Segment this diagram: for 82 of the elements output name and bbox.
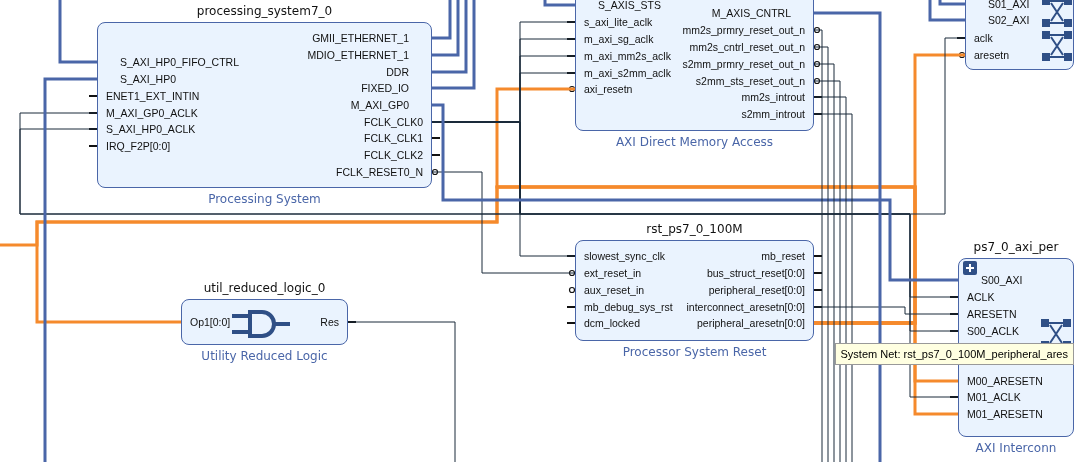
port-label: aclk xyxy=(974,31,993,45)
block-title: rst_ps7_0_100M xyxy=(645,222,744,236)
port-label: S00_AXI xyxy=(981,273,1023,287)
port-label: FCLK_CLK0 xyxy=(364,115,423,129)
port-label: IRQ_F2P[0:0] xyxy=(106,139,171,153)
port-label: mb_reset xyxy=(761,249,805,263)
block-title: ps7_0_axi_per xyxy=(972,240,1060,254)
block-caption: Processing System xyxy=(207,192,322,206)
wire xyxy=(432,0,476,90)
port-label: M_AXIS_CNTRL xyxy=(711,6,791,20)
port-label: mb_debug_sys_rst xyxy=(584,300,673,314)
port-label: GMII_ETHERNET_1 xyxy=(312,31,409,45)
block-caption: AXI Interconn xyxy=(974,441,1058,455)
port-label: S01_AXI xyxy=(988,0,1030,11)
port-label: axi_resetn xyxy=(584,82,633,96)
port-label: FCLK_RESET0_N xyxy=(336,165,423,179)
port-label: bus_struct_reset[0:0] xyxy=(706,266,805,280)
wire xyxy=(43,77,97,462)
port-label: mm2s_prmry_reset_out_n xyxy=(682,23,805,37)
port-label: slowest_sync_clk xyxy=(584,249,666,263)
port-label: S00_ACLK xyxy=(967,324,1019,338)
port-label: peripheral_aresetn[0:0] xyxy=(697,316,805,330)
port-label: M_AXI_GP0_ACLK xyxy=(106,106,198,120)
tooltip: System Net: rst_ps7_0_100M_peripheral_ares xyxy=(834,343,1074,365)
port-label: aux_reset_in xyxy=(584,283,645,297)
port-label: m_axi_s2mm_aclk xyxy=(584,66,671,80)
block-caption: Utility Reduced Logic xyxy=(200,349,329,363)
port-label: ARESETN xyxy=(967,307,1017,321)
block-caption: AXI Direct Memory Access xyxy=(614,135,775,149)
port-label: s_axi_lite_aclk xyxy=(584,15,653,29)
port-label: S02_AXI xyxy=(988,13,1030,27)
block-caption: Processor System Reset xyxy=(621,345,768,359)
wire xyxy=(58,0,97,64)
wire xyxy=(432,0,460,57)
wire xyxy=(813,29,823,462)
port-label: Res xyxy=(320,315,339,329)
wire xyxy=(938,0,965,6)
port-label: S_AXI_HP0_FIFO_CTRL xyxy=(120,55,240,69)
port-label: s2mm_prmry_reset_out_n xyxy=(682,57,805,71)
port-label: Op1[0:0] xyxy=(190,315,231,329)
wire xyxy=(814,11,882,462)
port-label: M_AXI_GP0 xyxy=(350,98,409,112)
wire xyxy=(928,0,965,22)
wire xyxy=(813,80,841,462)
port-label: mm2s_introut xyxy=(741,90,805,104)
port-label: FCLK_CLK2 xyxy=(364,148,423,162)
wire xyxy=(813,113,853,462)
port-label: FCLK_CLK1 xyxy=(364,131,423,145)
port-label: aresetn xyxy=(974,48,1010,62)
port-label: S_AXIS_STS xyxy=(598,0,662,12)
port-label: dcm_locked xyxy=(584,316,641,330)
block-title: processing_system7_0 xyxy=(195,4,334,18)
wire xyxy=(813,63,835,462)
wire xyxy=(347,321,456,462)
port-label: M00_ARESETN xyxy=(967,374,1043,388)
port-label: M01_ARESETN xyxy=(967,407,1043,421)
port-label: m_axi_mm2s_aclk xyxy=(584,49,671,63)
port-label: MDIO_ETHERNET_1 xyxy=(307,48,409,62)
port-label: ext_reset_in xyxy=(584,266,642,280)
ip-block xyxy=(965,0,1074,70)
wire xyxy=(543,0,575,7)
wire xyxy=(813,46,829,462)
wire xyxy=(813,96,847,462)
wire xyxy=(432,0,452,40)
wire xyxy=(432,0,468,74)
port-label: s2mm_introut xyxy=(741,107,805,121)
port-label: M01_ACLK xyxy=(967,390,1021,404)
wire xyxy=(432,103,958,282)
port-label: m_axi_sg_aclk xyxy=(584,32,654,46)
port-label: s2mm_sts_reset_out_n xyxy=(695,74,805,88)
port-label: S_AXI_HP0 xyxy=(120,72,177,86)
wire xyxy=(431,171,576,274)
port-label: FIXED_IO xyxy=(361,81,409,95)
port-label: S_AXI_HP0_ACLK xyxy=(106,122,196,136)
port-label: interconnect_aresetn[0:0] xyxy=(686,300,805,314)
port-label: DDR xyxy=(386,65,409,79)
wire xyxy=(813,306,959,315)
port-label: peripheral_reset[0:0] xyxy=(708,283,805,297)
block-title: util_reduced_logic_0 xyxy=(202,281,327,295)
port-label: mm2s_cntrl_reset_out_n xyxy=(689,40,805,54)
port-label: ENET1_EXT_INTIN xyxy=(106,89,200,103)
port-label: ACLK xyxy=(967,290,995,304)
